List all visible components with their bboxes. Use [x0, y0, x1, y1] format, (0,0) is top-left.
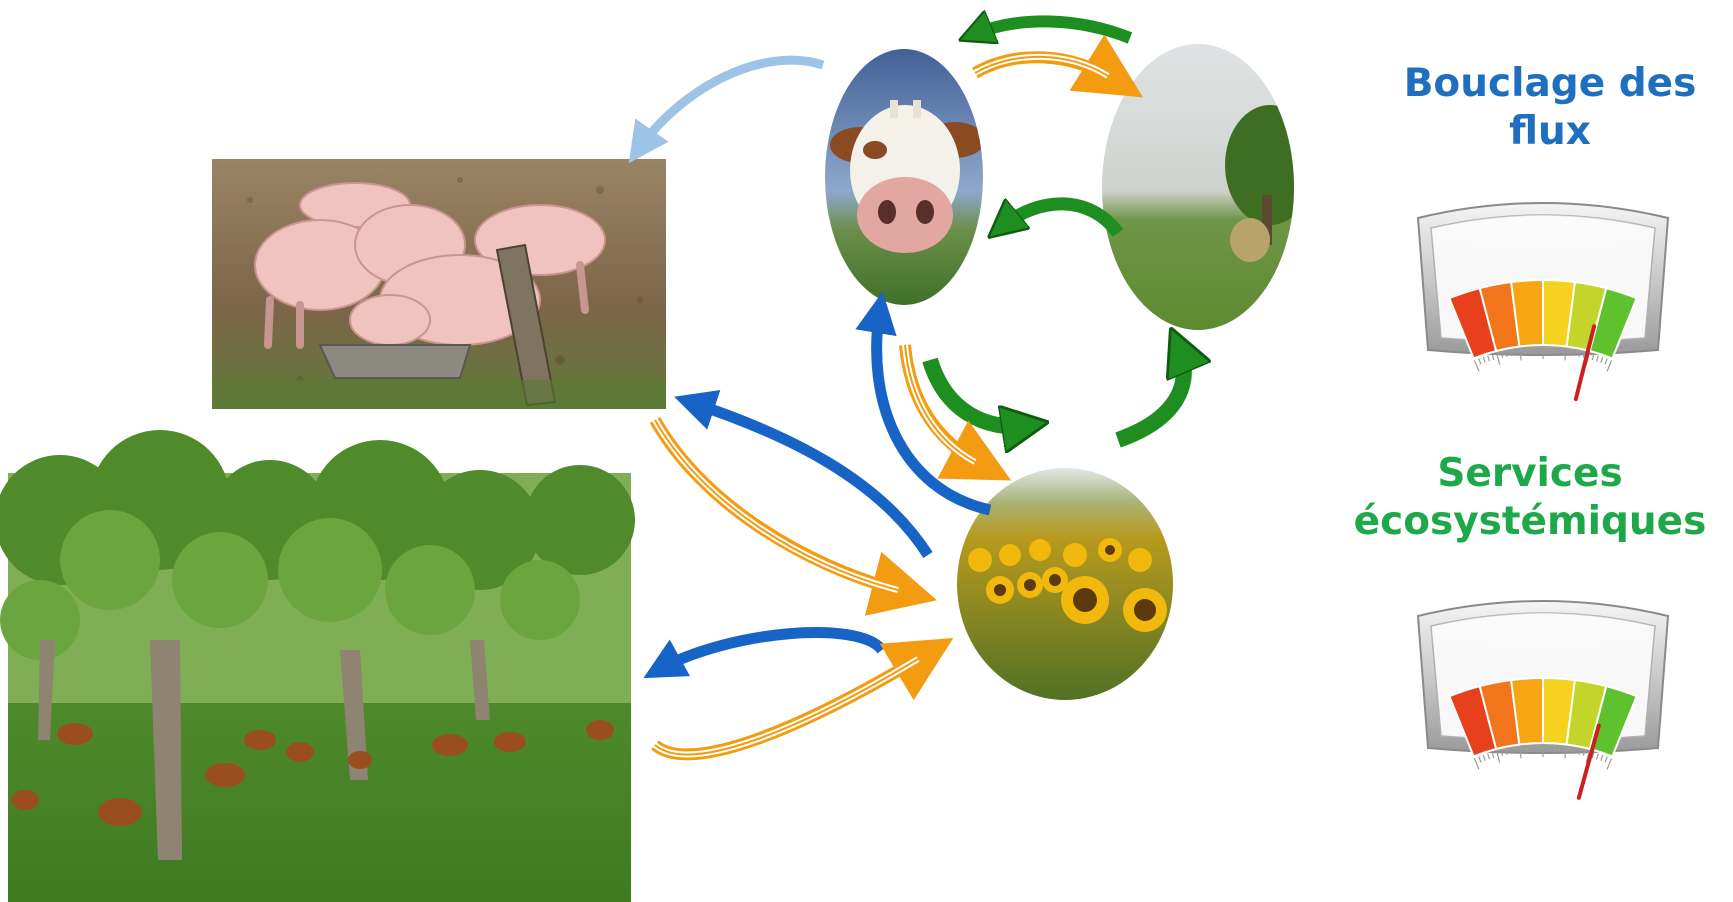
gauge-tick [1600, 356, 1604, 363]
bouclage-title-line2: flux [1509, 108, 1591, 154]
gauge-tick [1604, 358, 1608, 365]
gauge-tick [1509, 349, 1513, 356]
gauge-tick [1595, 355, 1599, 362]
gauge-tick [1496, 750, 1501, 763]
gauge-segment [1588, 286, 1638, 360]
gauge-tick [1585, 750, 1590, 763]
gauge-tick [1478, 358, 1482, 365]
gauge-tick [1491, 354, 1495, 361]
gauge-tick [1487, 355, 1491, 362]
gauge-tick [1509, 747, 1513, 754]
gauge-tick [1491, 752, 1495, 759]
gauge-tick [1560, 745, 1563, 752]
gauge-tick [1487, 753, 1491, 760]
gauge-tick [1569, 349, 1572, 356]
gauge-tick [1582, 351, 1586, 358]
gauge-tick [1591, 752, 1595, 759]
gauge-tick [1564, 746, 1567, 759]
gauge-shine [1431, 215, 1655, 270]
gauge-tick [1573, 747, 1577, 754]
gauge-tick [1582, 749, 1586, 756]
flow-arrow-cow-to-sunflower [922, 357, 1030, 426]
gauge-tick [1519, 348, 1522, 361]
meadow-haybale-photo [1102, 44, 1294, 330]
gauge-tick [1505, 748, 1508, 755]
gauge-tick [1482, 754, 1486, 761]
flow-arrow-sunflower-to-cow [855, 291, 992, 516]
sunflower-field-photo [957, 468, 1173, 700]
cow-photo [825, 49, 983, 305]
flow-arrow-orchard-to-sunflower [651, 638, 954, 761]
gauge-tick [1514, 349, 1517, 356]
gauge-tick [1573, 349, 1577, 356]
pigs-photo [212, 159, 666, 409]
gauge-tick [1496, 352, 1501, 365]
flow-arrow-sunflower-to-orchard [643, 627, 887, 679]
gauge-tick [1578, 350, 1581, 357]
gauge-tick [1473, 360, 1480, 372]
gauge-tick [1523, 745, 1526, 752]
gauge-tick [1560, 347, 1563, 354]
flow-arrow-meadow-to-cow-middle [1000, 197, 1124, 233]
services-title-line2: écosystémiques [1353, 498, 1707, 544]
gauge-tick [1478, 756, 1482, 763]
gauge-tick [1500, 351, 1504, 358]
gauge-needle [1576, 723, 1601, 800]
flow-arrow-meadow-to-cow-top [972, 21, 1133, 38]
flow-arrow-pigs-to-sunflower [649, 417, 937, 616]
flow-arrow-cow-to-meadow [972, 34, 1144, 98]
gauge-tick [1482, 356, 1486, 363]
flow-arrow-sunflower-to-meadow [1115, 345, 1184, 448]
flow-arrow-cow-to-sunflower-orange [899, 344, 1012, 481]
gauge-tick [1523, 347, 1526, 354]
gauge-tick [1600, 754, 1604, 761]
bouclage-des-flux-title: Bouclage des flux [1380, 60, 1720, 155]
gauge-tick [1564, 348, 1567, 361]
bouclage-title-line1: Bouclage des [1403, 61, 1697, 106]
services-title-line1: Services [1437, 451, 1623, 496]
gauge-tick [1569, 747, 1572, 754]
gauge-shine [1431, 613, 1655, 668]
gauge-tick [1606, 360, 1613, 372]
gauge-tick [1473, 758, 1480, 770]
gauge-tick [1604, 756, 1608, 763]
gauge-needle [1573, 324, 1597, 402]
bouclage-gauge [1416, 202, 1670, 402]
gauge-tick [1578, 748, 1581, 755]
services-gauge [1416, 600, 1670, 800]
gauge-tick [1514, 747, 1517, 754]
gauge-tick [1606, 758, 1613, 770]
gauge-tick [1519, 746, 1522, 759]
flow-arrow-sunflower-to-pigs [674, 390, 933, 558]
orchard-hens-photo [0, 430, 635, 902]
gauge-tick [1595, 753, 1599, 760]
services-ecosystemiques-title: Services écosystémiques [1330, 450, 1730, 545]
flow-arrow-cow-to-pigs [628, 55, 825, 164]
gauge-tick [1500, 749, 1504, 756]
gauge-tick [1591, 354, 1595, 361]
gauge-tick [1505, 350, 1508, 357]
